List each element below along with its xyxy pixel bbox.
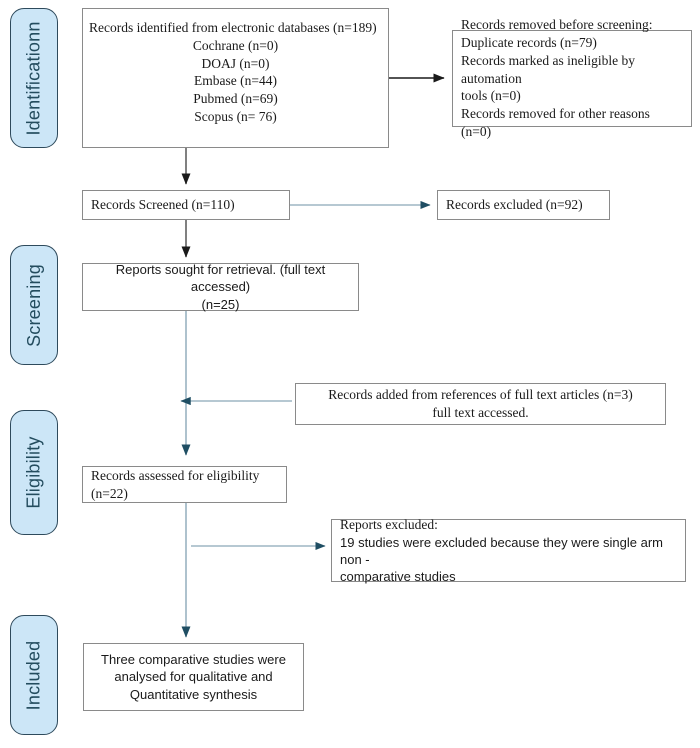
final-synthesis-line-1: Three comparative studies were xyxy=(101,652,286,668)
reports-excluded-line-1: 19 studies were excluded because they we… xyxy=(340,534,664,567)
records-excluded-text: Records excluded (n=92) xyxy=(446,197,583,213)
stage-pill-included: Included xyxy=(10,615,58,735)
stage-label-eligibility: Eligibility xyxy=(23,436,44,509)
box-records-added-from-references: Records added from references of full te… xyxy=(295,383,666,425)
box-records-removed-before-screening: Records removed before screening: Duplic… xyxy=(452,17,692,139)
box-final-synthesis: Three comparative studies were analysed … xyxy=(83,643,304,711)
records-identified-doaj: DOAJ (n=0) xyxy=(201,55,270,71)
stage-label-included: Included xyxy=(23,640,44,710)
reports-excluded-line-2: comparative studies xyxy=(340,568,456,584)
reports-excluded-heading: Reports excluded: xyxy=(340,516,438,532)
records-identified-pubmed: Pubmed (n=69) xyxy=(193,91,278,107)
reports-sought-count: (n=25) xyxy=(201,296,240,312)
reports-sought-text: Reports sought for retrieval. (full text… xyxy=(115,262,326,295)
records-removed-duplicates: Duplicate records (n=79) xyxy=(461,34,597,50)
stage-pill-eligibility: Eligibility xyxy=(10,410,58,535)
records-removed-heading: Records removed before screening: xyxy=(461,17,653,33)
records-removed-tools: tools (n=0) xyxy=(461,88,521,104)
records-removed-other: Records removed for other reasons (n=0) xyxy=(461,106,650,140)
records-identified-embase: Embase (n=44) xyxy=(194,73,277,89)
stage-pill-screening: Screening xyxy=(10,245,58,365)
box-records-assessed-for-eligibility: Records assessed for eligibility (n=22) xyxy=(82,466,287,503)
box-reports-sought-for-retrieval: Reports sought for retrieval. (full text… xyxy=(82,262,359,312)
box-records-excluded: Records excluded (n=92) xyxy=(437,190,610,220)
records-added-text: Records added from references of full te… xyxy=(328,387,633,403)
records-identified-total: Records identified from electronic datab… xyxy=(89,20,377,35)
records-screened-text: Records Screened (n=110) xyxy=(91,197,235,213)
box-records-identified: Records identified from electronic datab… xyxy=(82,8,389,148)
final-synthesis-line-3: Quantitative synthesis xyxy=(129,686,258,702)
records-assessed-text: Records assessed for eligibility (n=22) xyxy=(91,467,260,501)
stage-label-identification: Identificationn xyxy=(23,20,44,136)
records-identified-cochrane: Cochrane (n=0) xyxy=(192,37,279,53)
records-removed-automation: Records marked as ineligible by automati… xyxy=(461,52,635,86)
records-added-fulltext: full text accessed. xyxy=(432,405,529,420)
stage-pill-identification: Identificationn xyxy=(10,8,58,148)
box-reports-excluded: Reports excluded: 19 studies were exclud… xyxy=(331,516,686,584)
records-identified-scopus: Scopus (n= 76) xyxy=(194,109,277,125)
stage-label-screening: Screening xyxy=(23,263,44,347)
final-synthesis-line-2: analysed for qualitative and xyxy=(114,669,273,685)
box-records-screened: Records Screened (n=110) xyxy=(82,190,290,220)
